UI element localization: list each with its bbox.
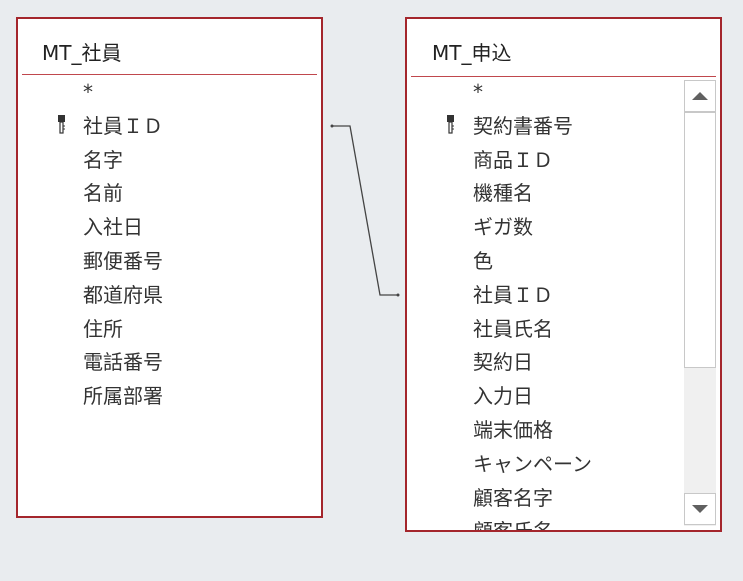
field-item[interactable]: ギガ数	[473, 215, 533, 240]
field-item[interactable]: 電話番号	[83, 350, 163, 375]
field-item[interactable]: 商品ＩＤ	[473, 147, 553, 172]
title-divider	[22, 74, 317, 75]
field-item[interactable]: 入力日	[473, 384, 533, 409]
table-mt-moushikomi[interactable]: MT_申込 * 契約書番号商品ＩＤ 機種名ギガ数色社員ＩＤ 社員氏名契約日入力日端末価…	[405, 17, 722, 532]
table-mt-shain[interactable]: MT_社員 * 社員ＩＤ 名字名前入社日郵便番号都道府県住所電話番号所属部署	[16, 17, 323, 518]
field-item[interactable]: 社員氏名	[473, 316, 553, 341]
field-item[interactable]: 契約書番号	[473, 113, 573, 138]
table-title[interactable]: MT_社員	[42, 41, 122, 65]
field-item[interactable]: 所属部署	[83, 384, 163, 409]
arrow-up-icon	[692, 92, 708, 100]
title-divider	[411, 76, 716, 77]
field-item[interactable]: 社員ＩＤ	[83, 113, 163, 138]
field-item[interactable]: 色	[473, 249, 493, 273]
primary-key-icon	[58, 114, 65, 134]
field-item[interactable]: 郵便番号	[83, 249, 163, 273]
field-item[interactable]: 顧客氏名	[473, 519, 553, 532]
primary-key-icon	[447, 114, 454, 134]
field-item[interactable]: 入社日	[83, 215, 143, 240]
field-item[interactable]: 都道府県	[83, 282, 163, 307]
scroll-thumb[interactable]	[684, 112, 716, 368]
field-item[interactable]: 名前	[83, 181, 123, 206]
field-item[interactable]: 機種名	[473, 181, 533, 206]
field-item[interactable]: 契約日	[473, 350, 533, 375]
table-title[interactable]: MT_申込	[432, 41, 512, 65]
field-item[interactable]: 住所	[83, 316, 123, 341]
arrow-down-icon	[692, 505, 708, 513]
scroll-down-button[interactable]	[684, 493, 716, 525]
field-item[interactable]: *	[83, 80, 93, 104]
field-item[interactable]: *	[473, 80, 483, 104]
scroll-up-button[interactable]	[684, 80, 716, 112]
field-item[interactable]: キャンペーン	[473, 451, 592, 476]
field-item[interactable]: 顧客名字	[473, 485, 553, 510]
field-item[interactable]: 端末価格	[473, 418, 553, 442]
field-item[interactable]: 名字	[83, 147, 123, 172]
vertical-scrollbar[interactable]	[684, 80, 716, 526]
field-item[interactable]: 社員ＩＤ	[473, 282, 553, 307]
